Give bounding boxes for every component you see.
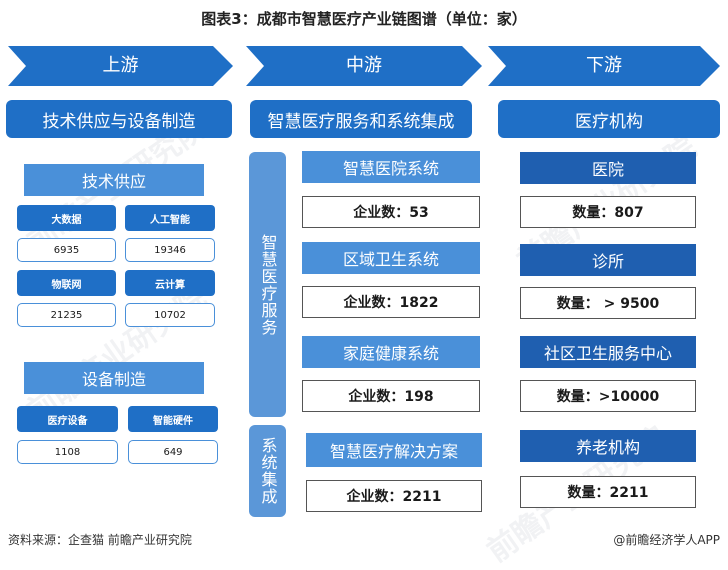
institution-stat: 数量：807 [520, 196, 696, 228]
stage-midstream-label: 中游 [346, 55, 382, 76]
chevron-shape [488, 46, 720, 86]
upstream-header: 技术供应与设备制造 [6, 100, 232, 138]
midstream-service-side-label: 智慧医疗服务 [249, 152, 286, 417]
page-title: 图表3：成都市智慧医疗产业链图谱（单位：家） [201, 10, 527, 28]
system-stat: 企业数：53 [302, 196, 480, 228]
stage-upstream-label: 上游 [102, 55, 139, 76]
chevron-shape [246, 46, 482, 86]
tech-item-name: 大数据 [17, 205, 116, 231]
system-stat: 企业数：198 [302, 380, 480, 412]
institution-stat: 数量：>10000 [520, 380, 696, 412]
stage-downstream-label: 下游 [586, 55, 622, 76]
downstream-header: 医疗机构 [498, 100, 720, 138]
tech-item-value: 21235 [17, 303, 116, 327]
system-stat: 企业数：1822 [302, 286, 480, 318]
institution-name: 诊所 [520, 244, 696, 276]
stage-upstream: 上游 [8, 46, 233, 86]
institution-stat: 数量： > 9500 [520, 287, 696, 319]
institution-stat: 数量：2211 [520, 476, 696, 508]
equipment-item-value: 649 [128, 440, 218, 464]
institution-name: 养老机构 [520, 430, 696, 462]
tech-supply-label: 技术供应 [24, 164, 204, 196]
tech-item-name: 人工智能 [125, 205, 215, 231]
system-name: 智慧医疗解决方案 [306, 433, 482, 467]
midstream-integration-side-label: 系统集成 [249, 425, 286, 517]
equipment-item-name: 智能硬件 [128, 406, 218, 432]
equipment-label: 设备制造 [24, 362, 204, 394]
system-name: 家庭健康系统 [302, 336, 480, 368]
equipment-item-value: 1108 [17, 440, 118, 464]
tech-item-value: 6935 [17, 238, 116, 262]
brand-credit: @前瞻经济学人APP [613, 533, 720, 547]
system-name: 区域卫生系统 [302, 242, 480, 274]
equipment-item-name: 医疗设备 [17, 406, 118, 432]
institution-name: 社区卫生服务中心 [520, 336, 696, 368]
system-name: 智慧医院系统 [302, 151, 480, 183]
source-note: 资料来源：企查猫 前瞻产业研究院 [8, 533, 192, 547]
institution-name: 医院 [520, 152, 696, 184]
tech-item-name: 云计算 [125, 270, 215, 296]
tech-item-name: 物联网 [17, 270, 116, 296]
stage-midstream: 中游 [246, 46, 482, 86]
midstream-header: 智慧医疗服务和系统集成 [250, 100, 472, 138]
tech-item-value: 19346 [125, 238, 215, 262]
chevron-shape [8, 46, 233, 86]
stage-downstream: 下游 [488, 46, 720, 86]
system-stat: 企业数：2211 [306, 480, 482, 512]
tech-item-value: 10702 [125, 303, 215, 327]
